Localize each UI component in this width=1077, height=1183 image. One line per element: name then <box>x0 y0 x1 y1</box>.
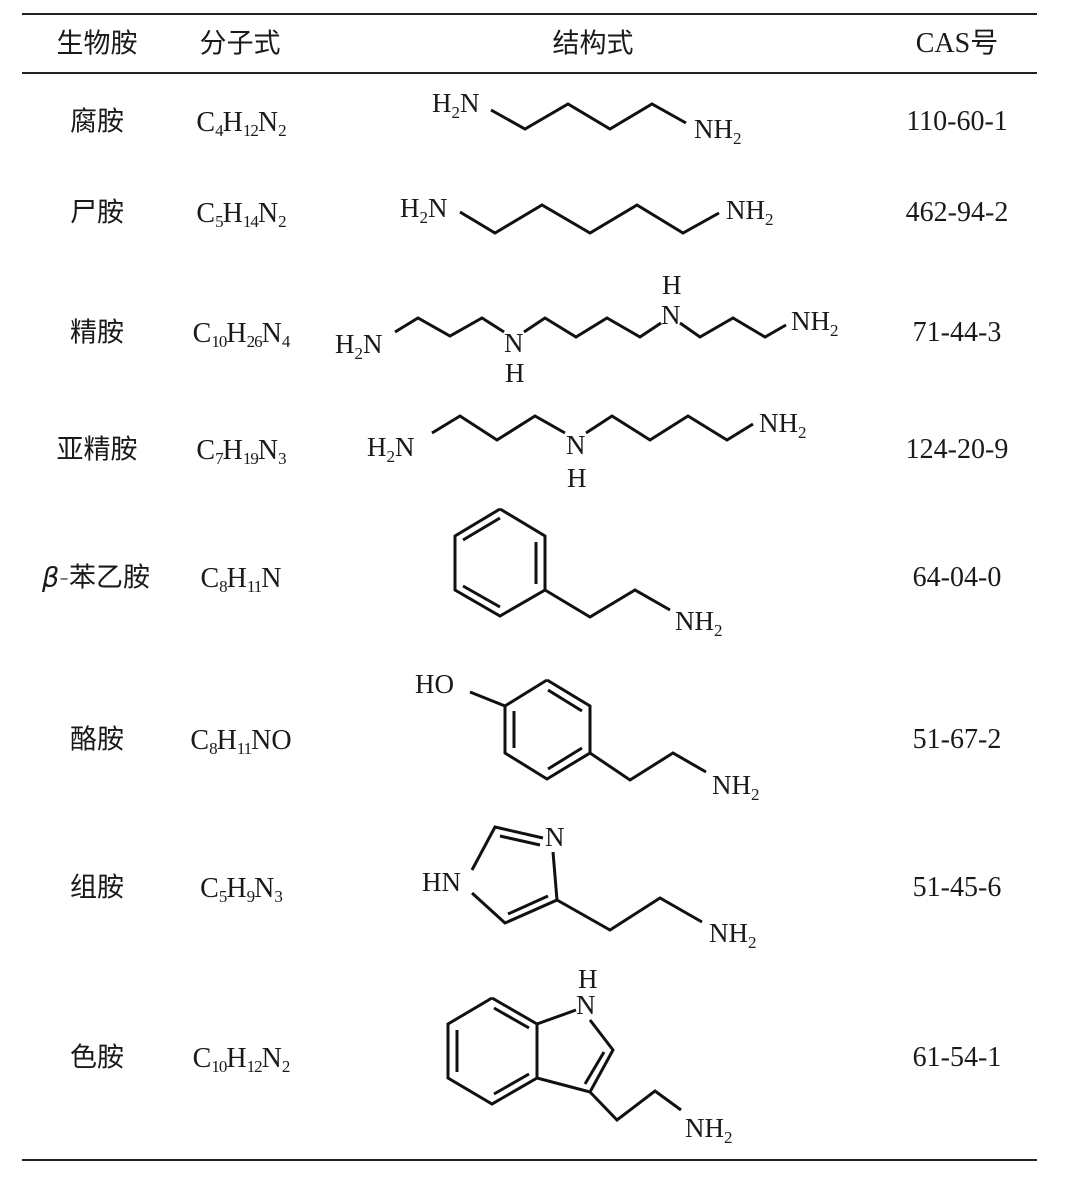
imidazole-ring <box>470 851 559 925</box>
spermidine-structure: H2N N H NH2 <box>367 408 807 493</box>
cas-number: 124-20-9 <box>905 434 1009 465</box>
molecular-formula: C5H14N2 <box>196 198 286 231</box>
header-biogenic-amine: 生物胺 <box>56 28 138 60</box>
double-bond <box>462 516 501 542</box>
molecular-formula: C5H9N3 <box>200 873 283 906</box>
pyrrole-ring <box>536 1019 615 1094</box>
pyrrole-ring <box>536 1008 577 1026</box>
tryptamine-structure: H N NH2 <box>446 964 733 1147</box>
molecular-formula: C7H19N3 <box>196 435 286 468</box>
carbon-chain <box>394 316 505 338</box>
amine-name: 亚精胺 <box>56 434 138 466</box>
atom-label: HO <box>415 669 454 699</box>
molecular-formula: C8H11NO <box>190 725 292 758</box>
amine-name: 尸胺 <box>70 197 124 229</box>
beta-prefix: β <box>42 562 60 594</box>
cas-number: 51-67-2 <box>912 724 1002 755</box>
header-rule <box>22 72 1037 74</box>
amine-name: 精胺 <box>70 317 124 349</box>
double-bond <box>462 584 501 609</box>
double-bond <box>499 834 541 847</box>
atom-label: NH2 <box>675 606 723 640</box>
amine-name-text: -苯乙胺 <box>59 562 150 594</box>
bottom-rule <box>22 1159 1037 1161</box>
double-bond <box>583 1051 606 1085</box>
ethyl-chain <box>589 751 707 782</box>
top-rule <box>22 13 1037 15</box>
atom-label: NH2 <box>759 408 807 442</box>
double-bond <box>547 688 583 713</box>
atom-label: N <box>545 822 565 852</box>
cas-number: 462-94-2 <box>905 197 1009 228</box>
atom-label: NH2 <box>726 195 774 229</box>
carbon-chain <box>523 316 662 339</box>
benzene-ring <box>503 678 592 781</box>
putrescine-structure: H2N NH2 <box>432 88 742 148</box>
atom-label: H <box>567 463 587 493</box>
atom-label: NH2 <box>712 770 760 804</box>
molecular-formula: C4H12N2 <box>196 107 286 140</box>
amine-name: 色胺 <box>70 1042 124 1074</box>
molecular-formula: C10H26N4 <box>192 318 291 351</box>
header-structural-formula: 结构式 <box>552 28 634 60</box>
atom-label: H2N <box>367 432 415 466</box>
atom-label: HN <box>422 867 461 897</box>
carbon-chain <box>490 102 687 131</box>
cas-number: 71-44-3 <box>912 317 1002 348</box>
tyramine-structure: HO NH2 <box>415 669 760 804</box>
atom-label: H2N <box>432 88 480 122</box>
atom-label: NH2 <box>791 306 839 340</box>
cadaverine-structure: H2N NH2 <box>400 193 774 235</box>
imidazole-ring <box>470 825 544 871</box>
molecular-formula: C8H11N <box>200 563 282 596</box>
amine-name: 组胺 <box>70 872 124 904</box>
header-cas-number: CAS号 <box>915 28 999 59</box>
atom-label: NH2 <box>685 1113 733 1147</box>
benzene-ring <box>446 996 539 1106</box>
atom-label: NH2 <box>694 114 742 148</box>
atom-label: N <box>661 300 681 330</box>
phenethylamine-structure: NH2 <box>453 507 723 640</box>
cas-number: 51-45-6 <box>912 872 1002 903</box>
amine-name: 酪胺 <box>70 724 124 756</box>
double-bond <box>493 1072 530 1096</box>
atom-label: H2N <box>335 329 383 363</box>
double-bond <box>507 894 549 916</box>
benzene-ring <box>453 507 547 618</box>
amine-name: 腐胺 <box>70 106 124 138</box>
molecular-formula: C10H12N2 <box>192 1043 291 1076</box>
spermine-structure: H2N N H N H NH2 <box>335 270 839 388</box>
cas-number: 64-04-0 <box>912 562 1002 593</box>
atom-label: H <box>662 270 682 300</box>
ethyl-chain <box>556 896 703 932</box>
carbon-chain <box>431 414 566 442</box>
carbon-chain <box>459 203 720 235</box>
atom-label: H <box>578 964 598 994</box>
amine-name: β-苯乙胺 <box>42 565 150 592</box>
carbon-chain <box>585 414 754 442</box>
histamine-structure: HN N NH2 <box>422 822 757 952</box>
hydroxyl-bond <box>469 690 506 708</box>
atom-label: NH2 <box>709 918 757 952</box>
cas-number: 61-54-1 <box>912 1042 1002 1073</box>
double-bond <box>493 1006 530 1030</box>
double-bond <box>547 746 583 771</box>
atom-label: H <box>505 358 525 388</box>
header-molecular-formula: 分子式 <box>199 28 281 60</box>
atom-label: N <box>566 430 586 460</box>
atom-label: H2N <box>400 193 448 227</box>
carbon-chain <box>679 316 787 339</box>
atom-label: N <box>504 328 524 358</box>
ethyl-chain <box>544 588 671 619</box>
cas-number: 110-60-1 <box>906 106 1008 137</box>
atom-label: N <box>576 990 596 1020</box>
ethyl-chain <box>588 1089 682 1123</box>
